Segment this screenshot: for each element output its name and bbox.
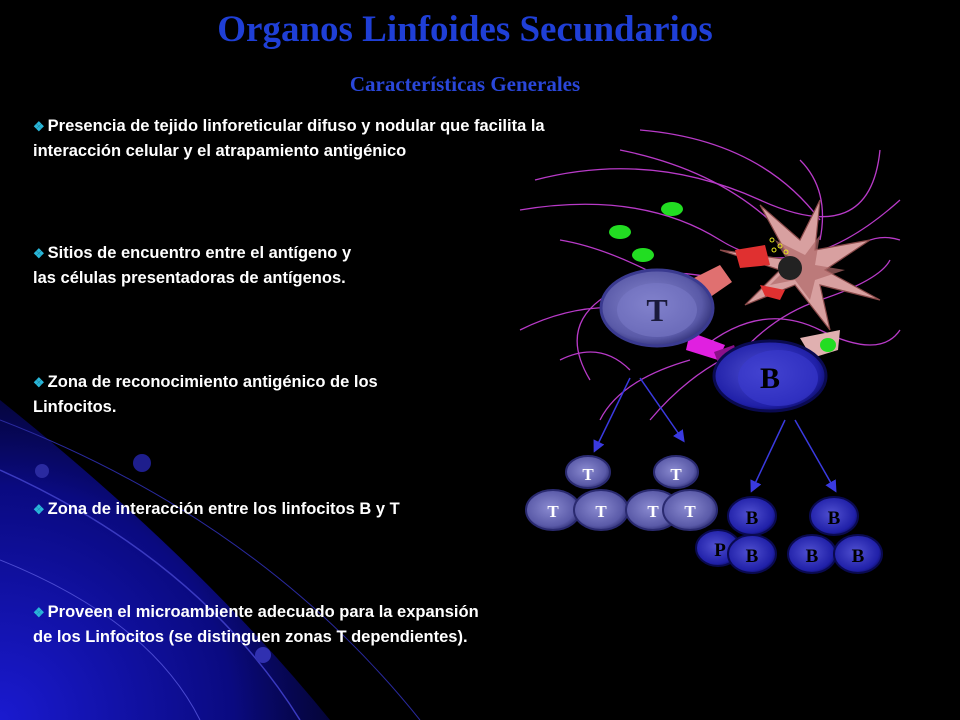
t-clone-group: T T T T T T — [525, 455, 718, 531]
arc-line — [0, 559, 201, 720]
bullet-marker-icon: ❖ — [33, 375, 45, 390]
bullet-marker-icon: ❖ — [33, 119, 45, 134]
slide-title: Organos Linfoides Secundarios — [217, 9, 713, 50]
bullet-marker-icon: ❖ — [33, 605, 45, 620]
b-clone-label: B — [852, 546, 865, 567]
bullet-item: ❖Zona de reconocimiento antigénico de lo… — [33, 370, 378, 419]
slide-subtitle: Características Generales — [349, 72, 581, 96]
t-clone-label: T — [647, 502, 659, 521]
t-clone-label: T — [595, 502, 607, 521]
t-clone-label: T — [684, 502, 696, 521]
bullet-text: Linfocitos. — [33, 398, 117, 416]
arc-line — [0, 419, 421, 720]
decor-dot — [35, 464, 49, 478]
bullet-text: Presencia de tejido linforeticular difus… — [47, 117, 545, 135]
t-clone-label: T — [582, 465, 594, 484]
receptor-red — [760, 285, 785, 300]
antigen-presenting-cell — [719, 199, 881, 358]
bullet-text: Zona de reconocimiento antigénico de los — [47, 373, 378, 391]
expansion-arrows — [593, 377, 837, 493]
b-cell-label: B — [760, 362, 780, 395]
bullet-text: Zona de interacción entre los linfocitos… — [47, 500, 400, 518]
receptor-red — [735, 245, 770, 268]
t-clone-label: T — [670, 465, 682, 484]
arc-line — [0, 469, 301, 720]
bullet-text: de los Linfocitos (se distinguen zonas T… — [33, 628, 468, 646]
b-clone-label: B — [806, 546, 819, 567]
b-clone-group: P B B B B B — [695, 496, 883, 574]
plasma-label: P — [714, 540, 726, 561]
bullet-item: ❖Sitios de encuentro entre el antígeno y… — [33, 241, 351, 290]
bullet-text: interacción celular y el atrapamiento an… — [33, 142, 407, 160]
bullet-text: Sitios de encuentro entre el antígeno y — [47, 244, 352, 262]
t-clone-label: T — [547, 502, 559, 521]
bullet-text: Proveen el microambiente adecuado para l… — [47, 603, 479, 621]
b-clone-label: B — [828, 508, 841, 529]
b-clone-label: B — [746, 508, 759, 529]
bullet-marker-icon: ❖ — [33, 502, 45, 517]
decor-dot — [255, 647, 271, 663]
blue-glow — [0, 400, 330, 720]
bullet-item: ❖Zona de interacción entre los linfocito… — [33, 497, 400, 522]
decor-dot — [133, 454, 151, 472]
b-clone-label: B — [746, 546, 759, 567]
t-cell: T — [599, 268, 715, 348]
b-cell: B — [712, 339, 828, 413]
t-cell-label: T — [646, 292, 667, 328]
bullet-marker-icon: ❖ — [33, 246, 45, 261]
bullet-item: ❖Proveen el microambiente adecuado para … — [33, 600, 479, 649]
bullet-text: las células presentadoras de antígenos. — [33, 269, 346, 287]
bullet-item: ❖Presencia de tejido linforeticular difu… — [33, 114, 545, 163]
